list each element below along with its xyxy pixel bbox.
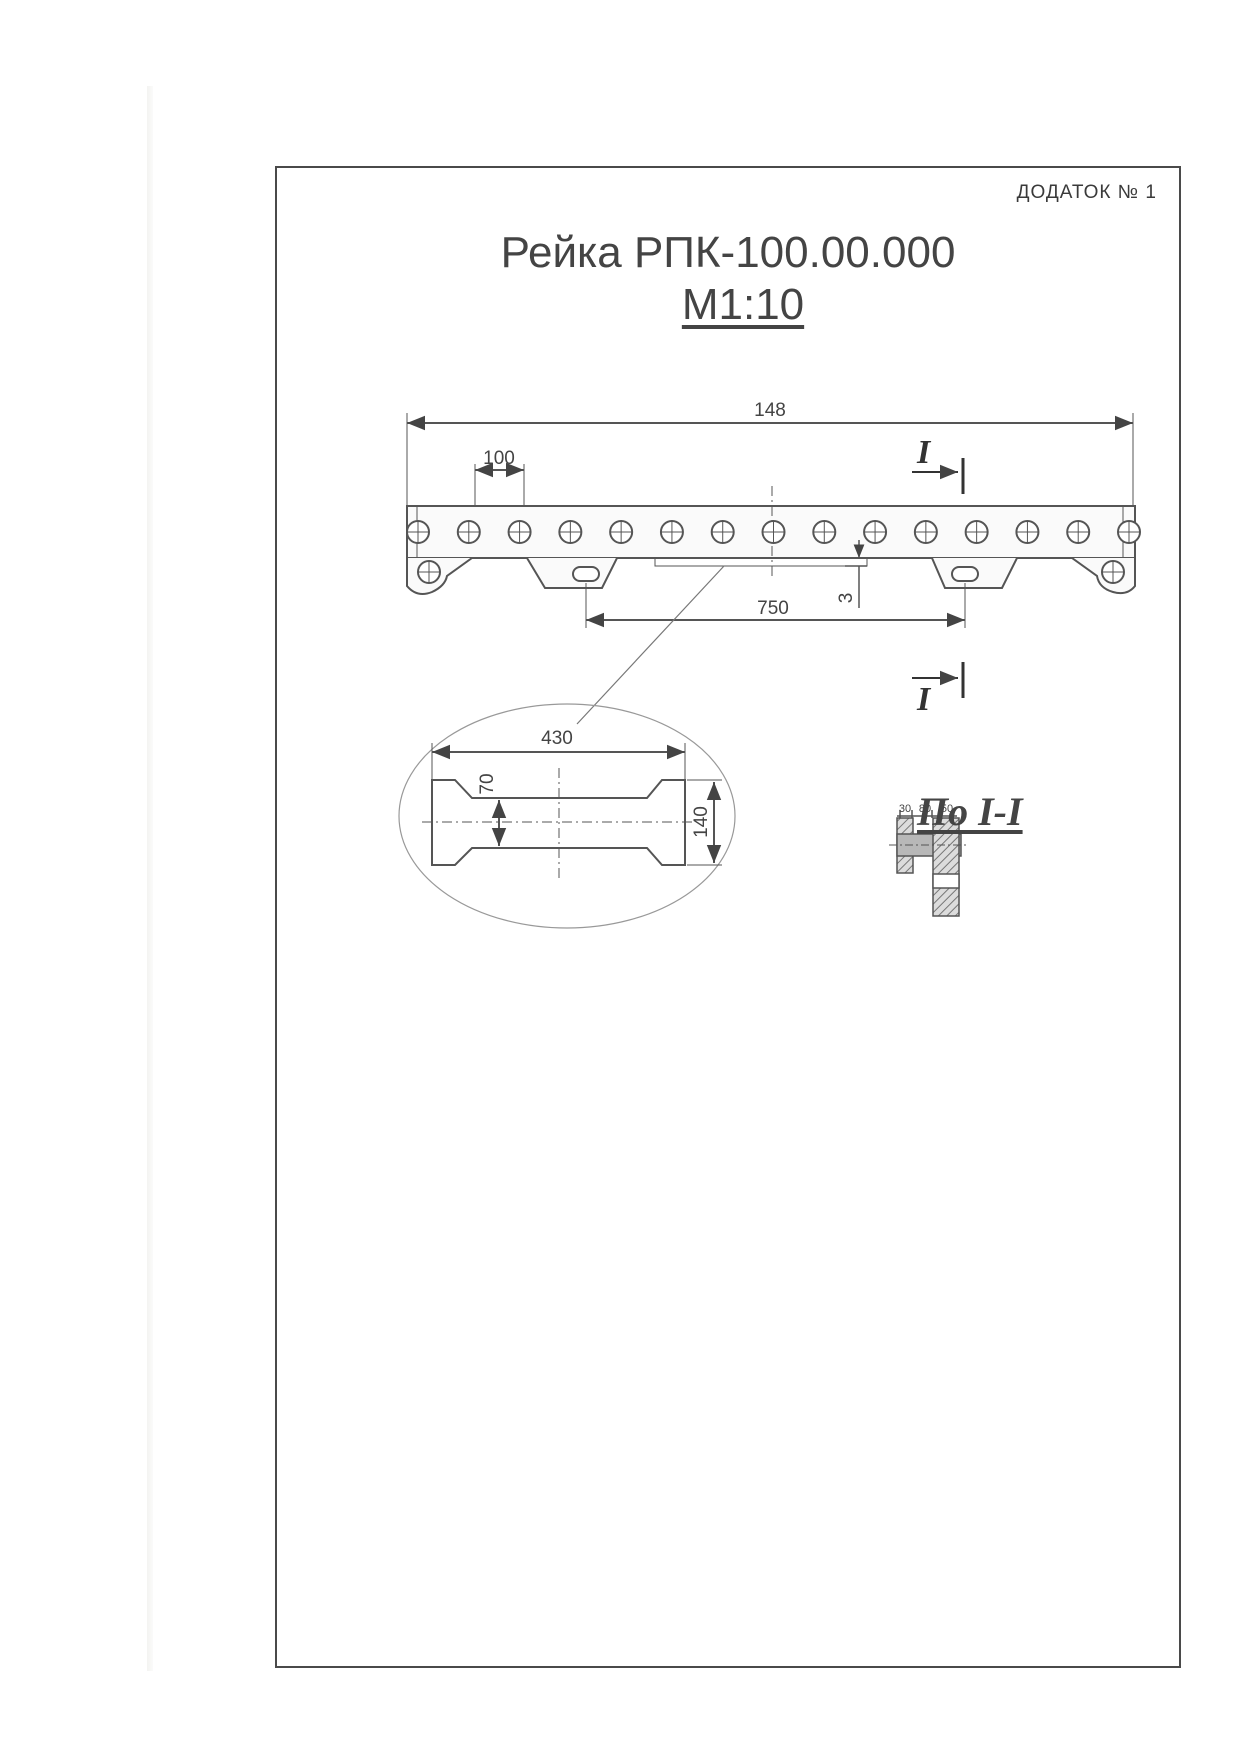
- section-marks: [912, 458, 965, 698]
- detail-view: [398, 703, 736, 929]
- slot-hole-left: [572, 566, 600, 582]
- detail-leader: [576, 565, 725, 725]
- rail-hole: [812, 520, 837, 544]
- slot-hole-right: [951, 566, 979, 582]
- dim-detail-outer-label: 140: [691, 806, 712, 838]
- rail-hole: [1117, 520, 1141, 544]
- rail-hole: [913, 520, 938, 544]
- rail-hole: [1066, 520, 1091, 544]
- scale-label: М1:10: [681, 280, 805, 329]
- rail-hole: [558, 520, 583, 544]
- dim-pitch-label: 100: [483, 448, 515, 469]
- detail-profile: [431, 779, 686, 866]
- section-flange-right: [932, 817, 960, 917]
- dim-detail-inner-label: 70: [477, 773, 498, 794]
- dim-gap-label: 3: [836, 593, 857, 604]
- rail-hole: [406, 520, 430, 544]
- section-dim-b-label: 80: [919, 803, 931, 815]
- rail-holes: [406, 520, 1141, 544]
- technical-drawing: 148 100 I I 750 3 430 70 140 30 80 50: [398, 400, 1141, 929]
- drawing-frame: ДОДАТОК № 1 Рейка РПК-100.00.000 М1:10: [275, 166, 1181, 1668]
- appendix-label: ДОДАТОК № 1: [1016, 182, 1157, 203]
- section-mark-bottom-label: I: [916, 681, 932, 718]
- rail-lug-profile: [406, 557, 1136, 595]
- rail-hole: [456, 520, 481, 544]
- rail-hole: [863, 520, 888, 544]
- section-dim-c-label: 50: [941, 803, 953, 815]
- rail-hole: [964, 520, 989, 544]
- section-view: [889, 810, 969, 917]
- dim-span-label: 750: [757, 598, 789, 619]
- drawing-title: Рейка РПК-100.00.000: [500, 228, 956, 277]
- rail-hole: [761, 520, 786, 544]
- rail-main-view: [406, 413, 1136, 595]
- dim-total-label: 148: [754, 400, 786, 421]
- rail-hole: [507, 520, 532, 544]
- rail-hole: [659, 520, 684, 544]
- scan-edge: [147, 86, 153, 1671]
- dim-detail-length-label: 430: [541, 728, 573, 749]
- rail-hole: [609, 520, 634, 544]
- drawing-scale: М1:10: [277, 280, 1179, 330]
- detail-ellipse: [398, 703, 736, 929]
- rail-hole: [710, 520, 735, 544]
- section-mark-top-label: I: [916, 434, 932, 471]
- section-dim-a-label: 30: [899, 803, 911, 815]
- section-title: По I-I: [917, 789, 1023, 834]
- rail-hole: [1015, 520, 1040, 544]
